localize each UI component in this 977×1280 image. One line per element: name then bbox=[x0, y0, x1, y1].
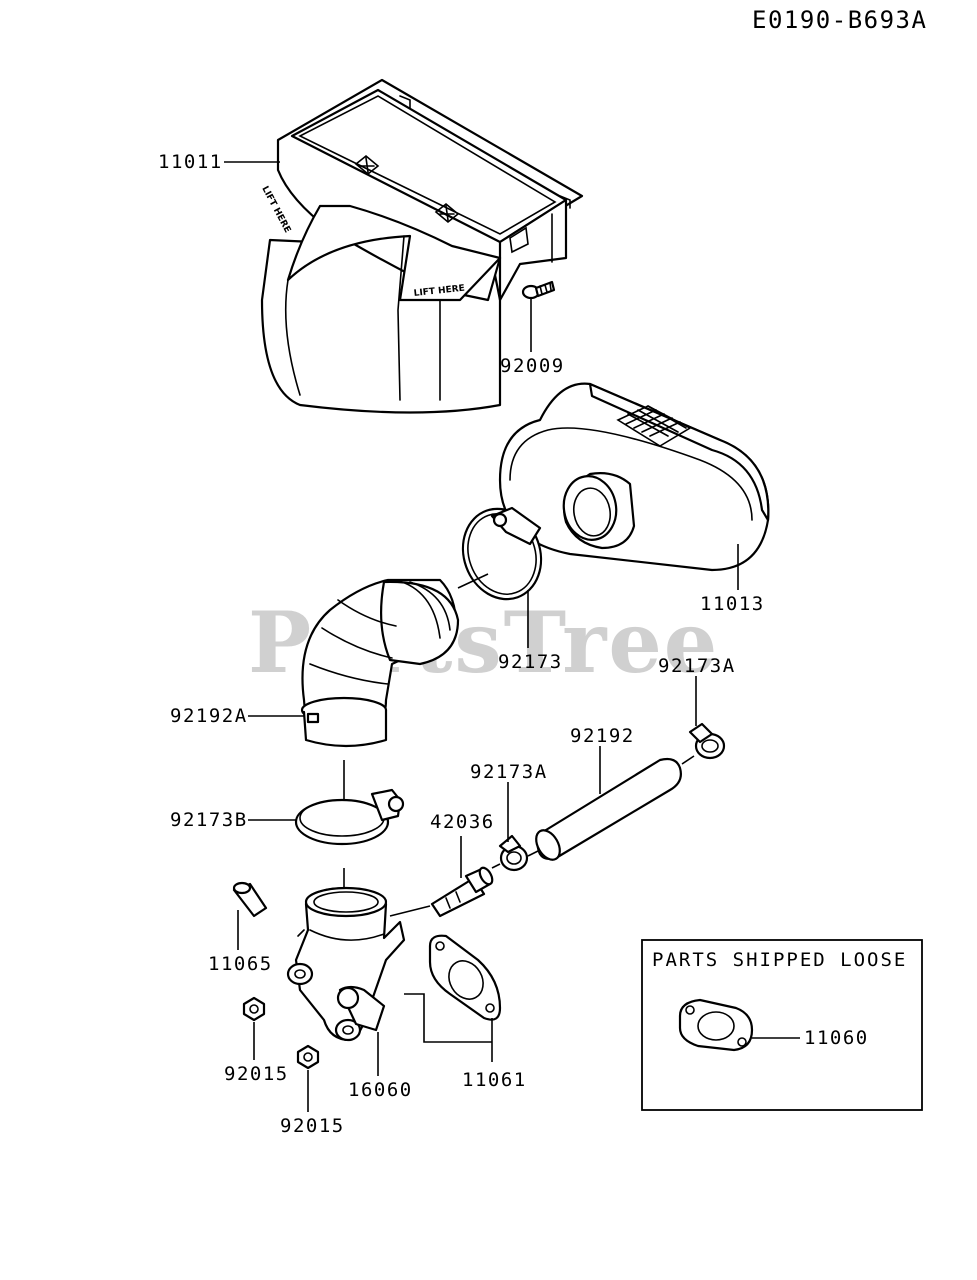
callout-92173A-left: 92173A bbox=[470, 761, 548, 783]
callout-92173B: 92173B bbox=[170, 809, 248, 831]
callout-92009: 92009 bbox=[500, 355, 565, 377]
callout-92173A-right: 92173A bbox=[658, 655, 736, 677]
air-filter-element-part[interactable] bbox=[498, 382, 770, 572]
breather-hose-part[interactable] bbox=[531, 757, 682, 864]
gasket-part[interactable] bbox=[428, 934, 502, 1021]
elbow-hose-part[interactable] bbox=[300, 578, 460, 748]
nut-upper-part[interactable] bbox=[242, 996, 266, 1022]
callout-16060: 16060 bbox=[348, 1079, 413, 1101]
callout-11065: 11065 bbox=[208, 953, 273, 975]
callout-92015-upper: 92015 bbox=[224, 1063, 289, 1085]
callout-11013: 11013 bbox=[700, 593, 765, 615]
nut-lower-part[interactable] bbox=[296, 1044, 320, 1070]
callout-92173: 92173 bbox=[498, 651, 563, 673]
base-clamp-part[interactable] bbox=[294, 788, 405, 846]
small-clamp-left-part[interactable] bbox=[498, 834, 529, 872]
stud-part[interactable] bbox=[232, 881, 268, 918]
callout-42036: 42036 bbox=[430, 811, 495, 833]
callout-92192A: 92192A bbox=[170, 705, 248, 727]
small-clamp-right-part[interactable] bbox=[688, 722, 726, 760]
callout-11011: 11011 bbox=[158, 151, 223, 173]
loose-box-title: PARTS SHIPPED LOOSE bbox=[652, 949, 907, 971]
diagram-code: E0190-B693A bbox=[752, 6, 927, 34]
lift-here-emboss-left: LIFT HERE bbox=[259, 185, 292, 235]
cover-screw-part[interactable] bbox=[521, 280, 556, 300]
intake-elbow-part[interactable] bbox=[286, 886, 406, 1042]
loose-gasket-part[interactable] bbox=[678, 998, 754, 1052]
callout-92192: 92192 bbox=[570, 725, 635, 747]
air-cleaner-cover-part[interactable]: LIFT HERE LIFT HERE bbox=[259, 78, 584, 414]
parts-shipped-loose-box: PARTS SHIPPED LOOSE 11060 bbox=[641, 939, 923, 1111]
callout-92015-lower: 92015 bbox=[280, 1115, 345, 1137]
callout-11060: 11060 bbox=[804, 1027, 869, 1049]
fitting-pipe-part[interactable] bbox=[430, 866, 495, 918]
callout-11061: 11061 bbox=[462, 1069, 527, 1091]
